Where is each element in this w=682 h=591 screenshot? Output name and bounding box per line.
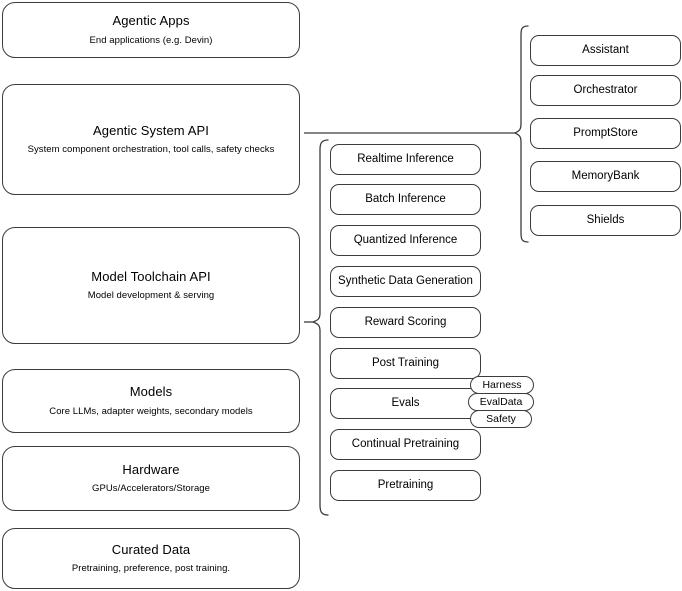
component-box-promptstore[interactable]: PromptStore bbox=[530, 118, 681, 149]
capability-box-post-training[interactable]: Post Training bbox=[330, 348, 481, 379]
layer-box-models[interactable]: Models Core LLMs, adapter weights, secon… bbox=[2, 369, 300, 433]
layer-title: Models bbox=[129, 384, 173, 400]
capability-box-pretraining[interactable]: Pretraining bbox=[330, 470, 481, 501]
capability-label: Synthetic Data Generation bbox=[338, 275, 473, 288]
capability-box-evals[interactable]: Evals bbox=[330, 388, 481, 419]
capability-label: Batch Inference bbox=[365, 193, 446, 206]
capability-label: Pretraining bbox=[377, 479, 434, 492]
layer-subtitle: System component orchestration, tool cal… bbox=[27, 144, 275, 156]
capability-box-reward-scoring[interactable]: Reward Scoring bbox=[330, 307, 481, 338]
layer-box-hardware[interactable]: Hardware GPUs/Accelerators/Storage bbox=[2, 446, 300, 511]
evals-badge-label: Harness bbox=[482, 379, 522, 391]
evals-badge-label: Safety bbox=[486, 413, 516, 425]
evals-badge-label: EvalData bbox=[479, 396, 523, 408]
capability-label: Post Training bbox=[371, 357, 440, 370]
component-box-assistant[interactable]: Assistant bbox=[530, 35, 681, 66]
component-label: MemoryBank bbox=[571, 170, 640, 183]
component-box-orchestrator[interactable]: Orchestrator bbox=[530, 75, 681, 106]
layer-box-model-toolchain-api[interactable]: Model Toolchain API Model development & … bbox=[2, 227, 300, 344]
evals-badge-evaldata[interactable]: EvalData bbox=[468, 393, 534, 411]
component-label: Shields bbox=[586, 214, 625, 227]
layer-subtitle: Core LLMs, adapter weights, secondary mo… bbox=[49, 405, 253, 417]
capability-box-synthetic-data-generation[interactable]: Synthetic Data Generation bbox=[330, 266, 481, 297]
layer-title: Model Toolchain API bbox=[91, 268, 211, 284]
layer-subtitle: End applications (e.g. Devin) bbox=[89, 34, 213, 46]
layer-box-agentic-apps[interactable]: Agentic Apps End applications (e.g. Devi… bbox=[2, 2, 300, 58]
component-box-shields[interactable]: Shields bbox=[530, 205, 681, 236]
capability-box-realtime-inference[interactable]: Realtime Inference bbox=[330, 144, 481, 175]
component-label: Assistant bbox=[582, 44, 629, 57]
capability-label: Reward Scoring bbox=[364, 316, 447, 329]
layer-subtitle: Model development & serving bbox=[87, 290, 215, 302]
layer-title: Curated Data bbox=[111, 541, 191, 557]
capability-label: Quantized Inference bbox=[353, 234, 458, 247]
layer-title: Agentic System API bbox=[93, 122, 209, 138]
layer-title: Agentic Apps bbox=[112, 13, 190, 29]
layer-box-curated-data[interactable]: Curated Data Pretraining, preference, po… bbox=[2, 528, 300, 589]
evals-badge-harness[interactable]: Harness bbox=[470, 376, 534, 394]
component-label: PromptStore bbox=[573, 127, 638, 140]
component-box-memorybank[interactable]: MemoryBank bbox=[530, 161, 681, 192]
capability-label: Realtime Inference bbox=[357, 153, 454, 166]
capability-box-continual-pretraining[interactable]: Continual Pretraining bbox=[330, 429, 481, 460]
layer-subtitle: GPUs/Accelerators/Storage bbox=[92, 483, 210, 495]
capability-box-quantized-inference[interactable]: Quantized Inference bbox=[330, 225, 481, 256]
capability-box-batch-inference[interactable]: Batch Inference bbox=[330, 184, 481, 215]
layer-box-agentic-system-api[interactable]: Agentic System API System component orch… bbox=[2, 84, 300, 195]
evals-badge-safety[interactable]: Safety bbox=[470, 410, 532, 428]
capability-label: Continual Pretraining bbox=[351, 438, 460, 451]
layer-subtitle: Pretraining, preference, post training. bbox=[71, 563, 231, 575]
layer-title: Hardware bbox=[122, 461, 180, 477]
component-label: Orchestrator bbox=[573, 84, 638, 97]
capability-label: Evals bbox=[391, 397, 420, 410]
